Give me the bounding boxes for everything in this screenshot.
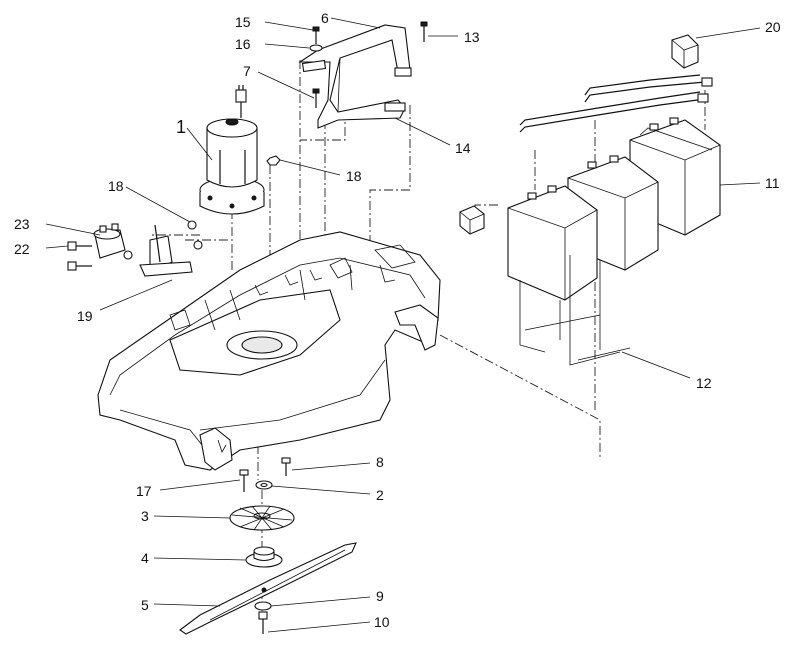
adapter-4 [245, 546, 283, 568]
screw-22 [67, 241, 92, 271]
blade-5 [179, 542, 357, 635]
callout-18-lower: 18 [108, 178, 124, 194]
washer-16 [309, 44, 323, 52]
callout-2: 2 [376, 487, 384, 503]
bolt-17 [239, 469, 249, 492]
callout-11: 11 [765, 175, 780, 191]
callout-22: 22 [14, 241, 30, 257]
callout-15: 15 [235, 14, 251, 30]
callout-7: 7 [243, 63, 251, 79]
callout-4: 4 [141, 550, 149, 566]
handle-bracket [298, 24, 412, 129]
callout-5: 5 [141, 597, 149, 613]
nut-18-upper [266, 155, 281, 166]
callout-9: 9 [376, 588, 384, 604]
fan-3 [229, 505, 295, 531]
solenoid-assembly [93, 223, 193, 277]
leader-lines [45, 17, 761, 633]
washer-9 [254, 601, 272, 611]
callout-6: 6 [321, 10, 329, 26]
callout-14: 14 [455, 140, 471, 156]
washer-2 [255, 480, 273, 490]
callout-1: 1 [176, 117, 186, 137]
callout-13: 13 [464, 29, 480, 45]
bolt-10 [258, 611, 268, 634]
callout-18-upper: 18 [346, 168, 362, 184]
callout-19: 19 [77, 308, 93, 324]
battery-front [507, 185, 598, 301]
mower-deck [97, 231, 441, 471]
callout-23: 23 [14, 216, 30, 232]
callout-20: 20 [765, 19, 781, 35]
bolt-8 [281, 457, 291, 476]
callout-labels: 1 2 3 4 5 6 7 8 9 10 11 12 13 14 15 16 1… [14, 10, 781, 630]
screw-13 [420, 21, 428, 42]
callout-8: 8 [376, 454, 384, 470]
battery-cables [519, 74, 713, 133]
callout-10: 10 [374, 614, 390, 630]
terminal-cover-20 [671, 34, 699, 69]
battery-tray [519, 255, 631, 366]
nut-18-lower [187, 220, 203, 250]
screw-15 [312, 26, 320, 44]
callout-12: 12 [696, 375, 712, 391]
motor [199, 85, 265, 215]
callout-17: 17 [136, 483, 152, 499]
terminal-cover-small [459, 205, 485, 235]
callout-16: 16 [235, 36, 251, 52]
bolt-7 [312, 88, 320, 108]
callout-3: 3 [141, 508, 149, 524]
